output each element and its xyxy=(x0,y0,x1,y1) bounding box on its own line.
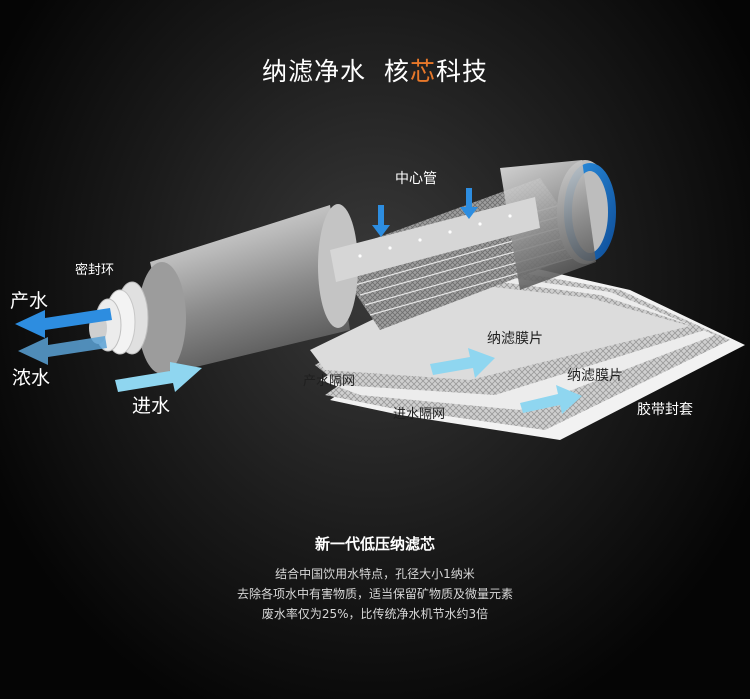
membrane-flow-arrow-2 xyxy=(520,385,582,414)
seal-ring-label: 密封环 xyxy=(75,262,114,278)
main-housing xyxy=(150,205,350,372)
concentrate-water-label: 浓水 xyxy=(12,367,50,389)
membrane-flow-arrow-1 xyxy=(430,348,495,378)
title-part-1: 纳滤净水 核 xyxy=(262,57,410,86)
center-tube-arrows xyxy=(372,188,478,237)
page-title: 纳滤净水 核芯科技 xyxy=(0,52,750,88)
caption-heading: 新一代低压纳滤芯 xyxy=(314,535,435,553)
feed-spacer-label: 进水隔网 xyxy=(393,407,445,422)
product-water-label: 产水 xyxy=(10,290,48,312)
title-accent: 芯 xyxy=(409,57,436,86)
membrane-label-1: 纳滤膜片 xyxy=(487,331,543,347)
tape-sleeve-label: 胶带封套 xyxy=(637,401,693,418)
caption-line-3: 废水率仅为25%，比传统净水机节水约3倍 xyxy=(261,607,489,621)
caption-line-2: 去除各项水中有害物质，适当保留矿物质及微量元素 xyxy=(236,587,513,601)
center-tube-label: 中心管 xyxy=(395,171,437,187)
caption-line-1: 结合中国饮用水特点，孔径大小1纳米 xyxy=(275,567,475,581)
feed-water-label: 进水 xyxy=(132,395,170,417)
feed-water-arrow xyxy=(115,362,202,392)
concentrate-water-arrow xyxy=(18,336,107,365)
membrane-label-2: 纳滤膜片 xyxy=(567,368,623,384)
caption-block: 新一代低压纳滤芯 结合中国饮用水特点，孔径大小1纳米 去除各项水中有害物质，适当… xyxy=(0,533,750,624)
seal-ring-assembly xyxy=(89,281,149,355)
title-part-2: 科技 xyxy=(435,57,488,86)
center-tube-holes xyxy=(358,214,512,258)
filter-cartridge-diagram: 中心管 密封环 产水 浓水 进水 产水隔网 进水隔网 纳滤膜片 纳滤膜片 胶带封… xyxy=(10,160,745,440)
product-spacer-label: 产水隔网 xyxy=(303,374,355,389)
housing-left-face xyxy=(138,262,186,374)
product-water-arrow xyxy=(15,308,112,338)
center-tube xyxy=(330,197,540,282)
right-housing xyxy=(500,160,596,290)
